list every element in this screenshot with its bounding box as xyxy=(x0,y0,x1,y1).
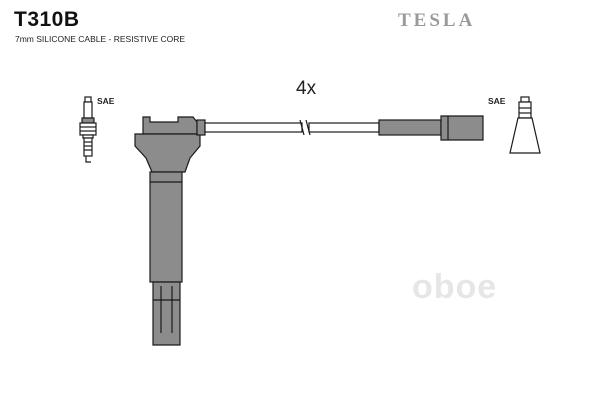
watermark: oboe xyxy=(412,268,498,306)
cable-description: 7mm SILICONE CABLE - RESISTIVE CORE xyxy=(15,34,186,44)
quantity-label: 4x xyxy=(296,78,317,99)
spark-plug-icon xyxy=(79,96,97,163)
ignition-cable xyxy=(204,119,380,136)
distributor-boot-connector xyxy=(378,115,484,141)
left-connector-label: SAE xyxy=(97,96,115,106)
brand-logo: TESLA xyxy=(398,10,476,31)
part-number-title: T310B xyxy=(14,8,80,31)
right-connector-label: SAE xyxy=(488,96,506,106)
plug-boot-connector xyxy=(134,116,206,346)
sae-terminal-icon xyxy=(509,96,541,154)
